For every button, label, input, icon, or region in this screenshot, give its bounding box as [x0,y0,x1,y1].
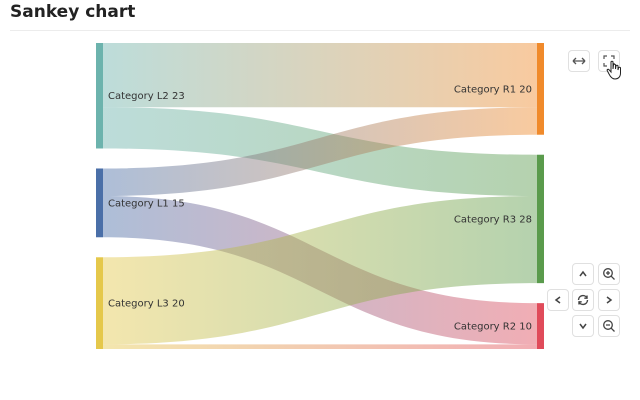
pan-down-button[interactable] [572,315,594,337]
node-R3[interactable] [537,154,544,284]
pan-left-button[interactable] [547,289,569,311]
node-R2[interactable] [537,303,544,349]
fullscreen-button[interactable] [598,50,620,72]
pan-down-icon [579,323,587,330]
link-L3-R2[interactable] [103,344,537,349]
fit-width-icon [572,57,586,65]
node-label-L3: Category L3 20 [108,299,185,310]
node-label-L1: Category L1 15 [108,198,185,209]
zoom-out-icon [603,320,615,332]
sankey-labels: Category L2 23 Category L1 15 Category L3 … [108,84,532,332]
link-L2-R1[interactable] [103,43,537,108]
pan-up-icon [579,270,587,277]
node-label-R2: Category R2 10 [454,322,532,333]
page-title: Sankey chart [10,2,136,22]
node-label-R3: Category R3 28 [454,214,532,225]
zoom-in-button[interactable] [598,263,620,285]
sankey-links [103,43,537,349]
title-divider [10,30,630,31]
reset-icon [577,294,589,306]
node-L3[interactable] [96,257,103,349]
pan-left-icon [554,296,561,304]
pan-up-button[interactable] [572,263,594,285]
node-L1[interactable] [96,168,103,238]
node-label-R1: Category R1 20 [454,84,532,95]
sankey-nodes [96,43,544,349]
pan-right-button[interactable] [598,289,620,311]
fit-width-button[interactable] [568,50,590,72]
node-R1[interactable] [537,43,544,135]
zoom-in-icon [603,268,615,280]
fullscreen-icon [603,55,615,67]
node-L2[interactable] [96,43,103,149]
link-L3-R3[interactable] [103,196,537,345]
node-label-L2: Category L2 23 [108,91,185,102]
zoom-out-button[interactable] [598,315,620,337]
link-L1-R1[interactable] [103,107,537,196]
pan-right-icon [606,296,613,304]
reset-button[interactable] [572,289,594,311]
